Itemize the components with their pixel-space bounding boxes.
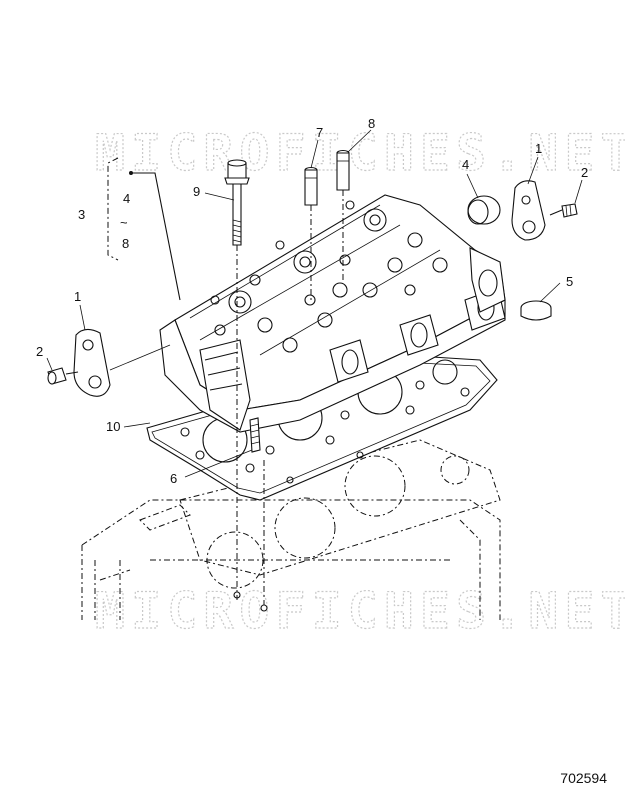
callout-1-left: 1 (74, 289, 81, 304)
callout-3-range-end: 8 (122, 236, 129, 251)
callout-3-range-sep: ~ (120, 215, 128, 230)
lift-bracket-left (47, 328, 171, 397)
cup-plug-4 (467, 195, 501, 225)
callout-2-left: 2 (36, 344, 43, 359)
leader-lines (46, 129, 583, 478)
cup-plug-5 (520, 300, 552, 321)
callout-3: 3 (78, 207, 85, 222)
kit-bracket (107, 157, 181, 301)
callout-4: 4 (462, 157, 469, 172)
callout-9: 9 (193, 184, 200, 199)
callout-1-top: 1 (535, 141, 542, 156)
valve-guide-7 (260, 166, 318, 612)
lift-bracket-right (511, 180, 578, 241)
callout-7: 7 (316, 125, 323, 140)
watermark-bottom: MICROFICHES.NET (95, 582, 625, 640)
document-number: 702594 (560, 770, 607, 786)
callout-8: 8 (368, 116, 375, 131)
callout-3-range-start: 4 (123, 191, 130, 206)
lower-gasket (179, 439, 501, 589)
stud-6 (249, 417, 261, 453)
callout-10: 10 (106, 419, 120, 434)
callout-5: 5 (566, 274, 573, 289)
callout-2-top: 2 (581, 165, 588, 180)
head-gasket (146, 354, 498, 501)
engine-block (81, 499, 501, 620)
head-bolt (224, 159, 250, 600)
callout-6: 6 (170, 471, 177, 486)
valve-guide-8 (336, 149, 350, 280)
watermark-top: MICROFICHES.NET (95, 124, 625, 182)
cylinder-head (159, 194, 506, 433)
